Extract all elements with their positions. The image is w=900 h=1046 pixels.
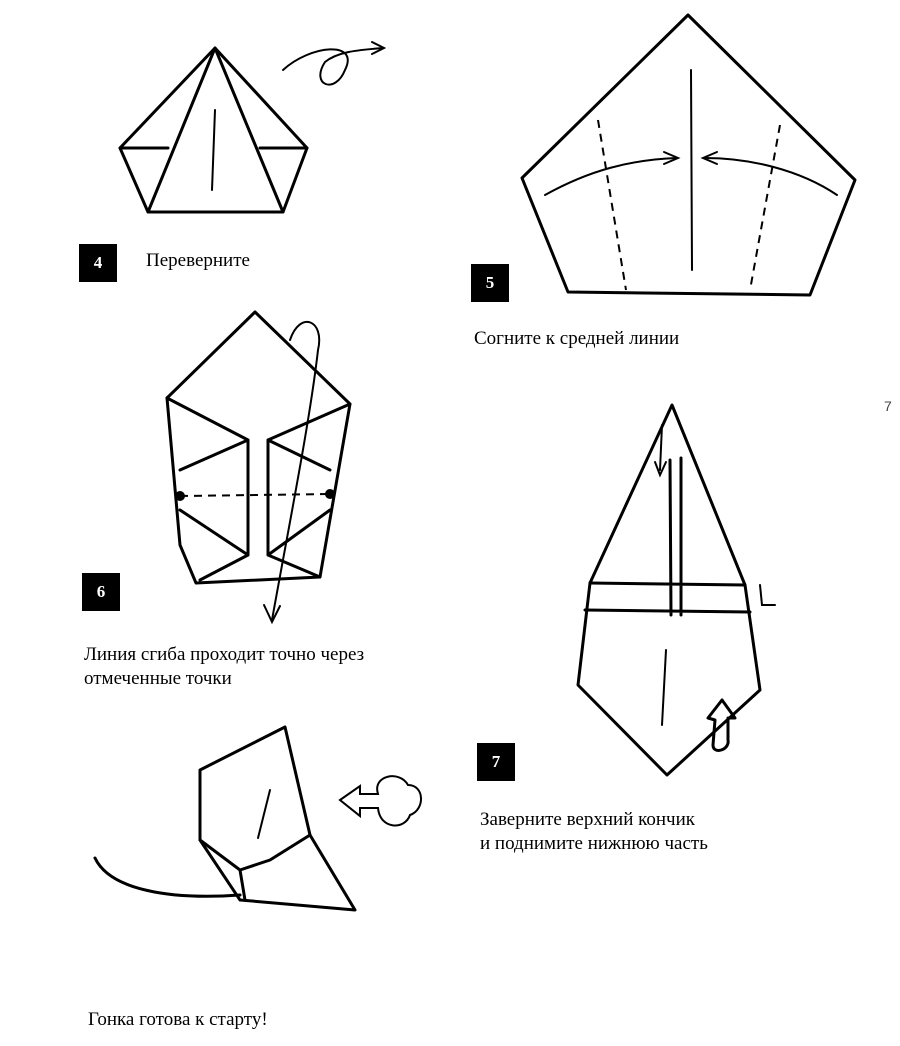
blow-air-arrow-icon bbox=[338, 775, 422, 827]
step-7-caption-line1: Заверните верхний кончик bbox=[480, 809, 696, 830]
step-6-caption-line1: Линия сгиба проходит точно через bbox=[84, 644, 365, 665]
step-7-kite-figure bbox=[576, 403, 776, 777]
step-4-pentagon-figure bbox=[118, 46, 309, 214]
final-caption: Гонка готова к старту! bbox=[88, 1009, 268, 1030]
step-number-badge: 7 bbox=[477, 743, 515, 781]
step-number-badge: 5 bbox=[471, 264, 509, 302]
step-5-caption: Согните к средней линии bbox=[474, 328, 680, 349]
step-6-caption-line2: отмеченные точки bbox=[84, 668, 232, 689]
step-number-badge: 4 bbox=[79, 244, 117, 282]
step-4-caption: Переверните bbox=[146, 250, 250, 271]
step-number-badge: 6 bbox=[82, 573, 120, 611]
step-6-folded-figure bbox=[165, 310, 352, 585]
fold-behind-arrow-icon bbox=[263, 320, 321, 625]
step-7-caption-line2: и поднимите нижнюю часть bbox=[480, 833, 708, 854]
turn-over-arrow-icon bbox=[282, 41, 387, 86]
step-5-pentagon-figure bbox=[520, 13, 857, 297]
final-racer-figure bbox=[93, 725, 357, 912]
page-mark: 7 bbox=[884, 398, 892, 414]
